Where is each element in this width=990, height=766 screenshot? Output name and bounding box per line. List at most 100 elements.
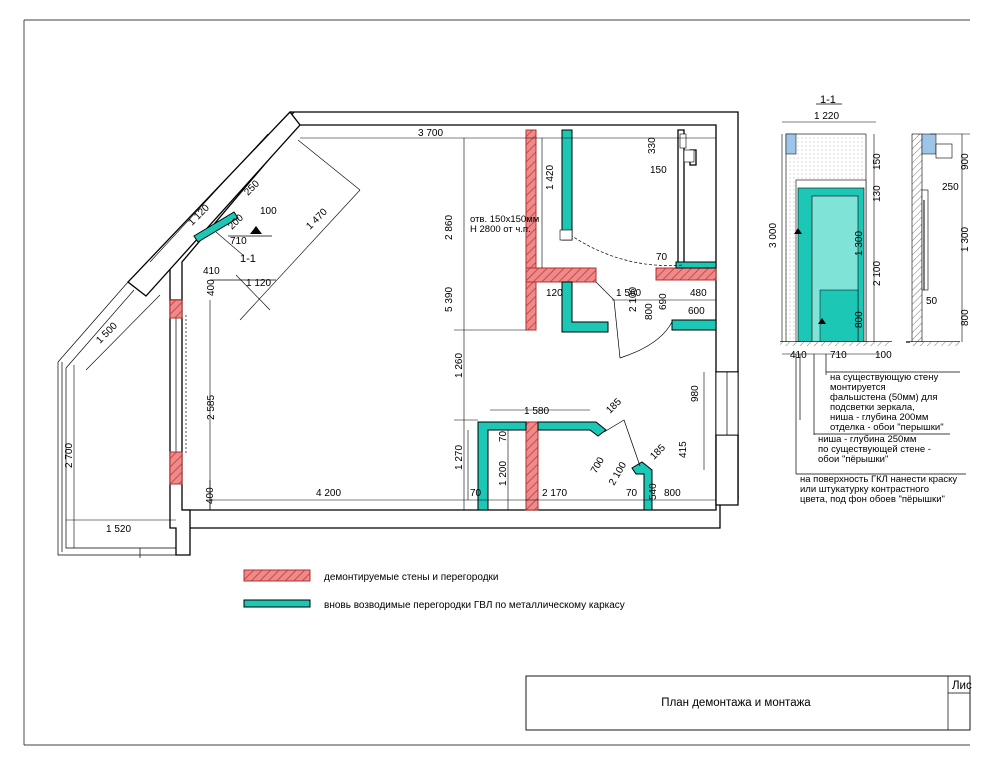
dim-100: 100 <box>260 206 277 217</box>
dim-690: 690 <box>658 293 669 310</box>
dim-2170: 2 170 <box>542 488 567 499</box>
dim-1420: 1 420 <box>545 165 556 190</box>
plan-section-label: 1-1 <box>240 253 256 265</box>
dim-1500: 1 500 <box>94 320 120 346</box>
svg-text:на поверхность ГКЛ нанести кра: на поверхность ГКЛ нанести краску <box>800 474 957 485</box>
dim-70b: 70 <box>626 488 638 499</box>
dim-1120b: 1 120 <box>246 278 271 289</box>
dim-5390: 5 390 <box>444 287 455 312</box>
sec-dim-410: 410 <box>790 350 807 361</box>
sec-dim-130: 130 <box>872 185 883 202</box>
dim-600: 600 <box>688 306 705 317</box>
demolished-wall-1 <box>525 129 537 331</box>
svg-text:цвета, под фон обоев "пёрышки": цвета, под фон обоев "пёрышки" <box>800 494 945 505</box>
svg-text:на существующую стену: на существующую стену <box>830 372 938 383</box>
demolished-wall-5 <box>169 299 183 319</box>
demolished-wall-4 <box>525 421 539 511</box>
dim-700: 700 <box>589 455 607 475</box>
dim-top3700: 3 700 <box>418 128 443 139</box>
sec-dim-150: 150 <box>872 153 883 170</box>
sec-dim-2100: 2 100 <box>872 261 883 286</box>
svg-text:ниша - глубина 250мм: ниша - глубина 250мм <box>818 434 916 445</box>
dim-1470: 1 470 <box>304 206 330 232</box>
dim-150: 150 <box>650 165 667 176</box>
sec-dim-710: 710 <box>830 350 847 361</box>
dim-70a: 70 <box>470 488 482 499</box>
dim-1200: 1 200 <box>498 461 509 486</box>
dim-1580: 1 580 <box>524 406 549 417</box>
legend <box>243 569 311 608</box>
balcony-outline <box>57 281 176 556</box>
dim-400b: 400 <box>205 487 216 504</box>
new-partition-8 <box>193 211 239 243</box>
sheet-label: Лис <box>952 680 972 692</box>
dim-70c: 70 <box>656 252 668 263</box>
new-partition-5 <box>477 421 527 511</box>
dim-2585: 2 585 <box>206 395 217 420</box>
svg-text:обои "пёрышки": обои "пёрышки" <box>818 454 888 465</box>
side-dim-1300: 1 300 <box>960 227 971 252</box>
dim-1270: 1 270 <box>454 445 465 470</box>
demolished-wall-3 <box>655 267 717 281</box>
dim-185a: 185 <box>604 396 624 416</box>
side-dim-800: 800 <box>960 309 971 326</box>
dim-185b: 185 <box>648 442 668 462</box>
left-wall <box>169 299 191 556</box>
sheet-title: План демонтажа и монтажа <box>661 697 811 709</box>
new-partition-3 <box>671 319 717 331</box>
section-dimensions: 1 220 3 000 150 130 1 300 2 100 800 410 … <box>768 111 971 361</box>
dim-800a: 800 <box>664 488 681 499</box>
dim-2100a: 2 100 <box>628 287 639 312</box>
new-partition-2 <box>561 281 609 333</box>
dim-330: 330 <box>647 137 658 154</box>
plan-dimensions: 3 700 2 860 5 390 1 260 1 270 1 420 330 … <box>64 128 707 535</box>
dim-415: 415 <box>678 441 689 458</box>
opening-note-1: отв. 150x150мм <box>470 214 539 225</box>
title-block <box>525 675 971 731</box>
floor-plan <box>57 111 739 558</box>
dim-120: 120 <box>546 288 563 299</box>
sec-dim-800: 800 <box>854 311 865 328</box>
side-dim-50: 50 <box>926 296 938 307</box>
legend-new-label: вновь возводимые перегородки ГВЛ по мета… <box>324 600 625 611</box>
dim-480: 480 <box>690 288 707 299</box>
svg-text:фальшстена (50мм) для: фальшстена (50мм) для <box>830 392 938 403</box>
new-partition-6 <box>537 421 607 437</box>
svg-text:отделка - обои "перышки": отделка - обои "перышки" <box>830 422 944 433</box>
dim-1520: 1 520 <box>106 524 131 535</box>
legend-swatch-demolished <box>243 569 311 582</box>
demolished-wall-6 <box>169 451 183 485</box>
demolished-wall-2 <box>525 267 597 283</box>
dim-540: 540 <box>648 483 659 500</box>
sheet-frame <box>23 19 970 746</box>
opening-note-2: Н 2800 от ч.п. <box>470 224 531 235</box>
dim-410: 410 <box>203 266 220 277</box>
dim-4200: 4 200 <box>316 488 341 499</box>
new-partition-7 <box>631 461 653 511</box>
svg-text:подсветки зеркала,: подсветки зеркала, <box>830 402 915 413</box>
sec-dim-100: 100 <box>875 350 892 361</box>
svg-text:или штукатурку контрастного: или штукатурку контрастного <box>800 484 929 495</box>
svg-text:монтируется: монтируется <box>830 382 886 393</box>
new-partition-1 <box>561 129 573 241</box>
dim-2100b: 2 100 <box>607 460 629 488</box>
exterior-wall-diagonal-outer <box>127 111 301 297</box>
section-title: 1-1 <box>820 94 836 106</box>
section-notes: на существующую стену монтируется фальшс… <box>800 372 957 505</box>
dim-1560: 1 560 <box>616 288 641 299</box>
legend-swatch-new <box>243 599 311 608</box>
dim-2860: 2 860 <box>444 215 455 240</box>
dim-710: 710 <box>230 236 247 247</box>
svg-text:ниша - глубина 200мм: ниша - глубина 200мм <box>830 412 928 423</box>
side-dim-900: 900 <box>960 153 971 170</box>
dim-2700: 2 700 <box>64 443 75 468</box>
side-dim-250: 250 <box>942 182 959 193</box>
sec-dim-3000: 3 000 <box>768 223 779 248</box>
dim-400a: 400 <box>206 279 217 296</box>
dim-1260: 1 260 <box>454 353 465 378</box>
section-1-1 <box>780 103 970 475</box>
svg-text:по существующей стене -: по существующей стене - <box>818 444 931 455</box>
dim-800b: 800 <box>644 303 655 320</box>
sec-dim-1300: 1 300 <box>854 231 865 256</box>
